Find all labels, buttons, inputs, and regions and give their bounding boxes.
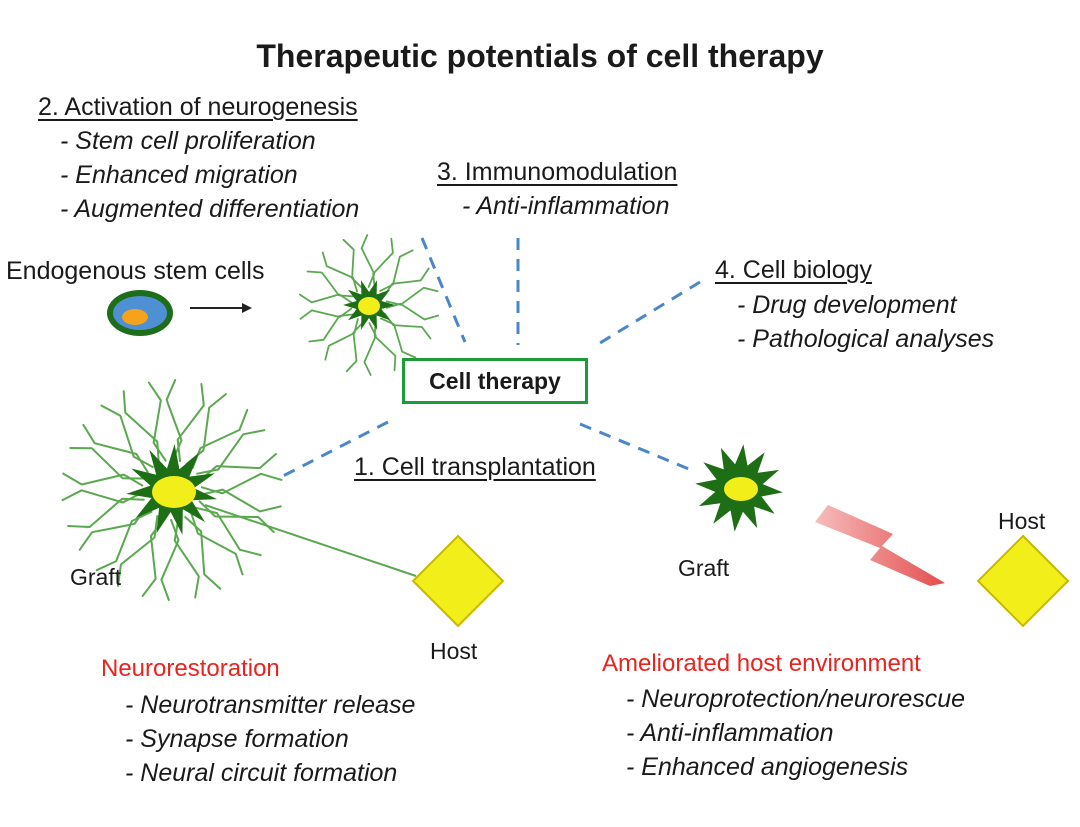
ameliorated-list: - Neuroprotection/neurorescue - Anti-inf… [626, 682, 965, 784]
stem-cell-icon [107, 290, 173, 336]
cell-biology-heading: 4. Cell biology [715, 256, 873, 284]
host-right-label: Host [998, 508, 1046, 534]
endogenous-stem-cells-label: Endogenous stem cells [6, 257, 265, 285]
list-item: - Enhanced angiogenesis [626, 753, 909, 781]
list-item: - Neural circuit formation [125, 759, 398, 787]
neurorestoration-heading: Neurorestoration [101, 655, 280, 682]
graft-neuron-icon [61, 379, 283, 601]
graft-right-label: Graft [678, 555, 730, 581]
connector-graft-right [579, 422, 697, 474]
neurogenesis-heading: 2. Activation of neurogenesis [38, 93, 358, 121]
list-item: - Anti-inflammation [462, 192, 670, 220]
list-item: - Pathological analyses [737, 325, 995, 353]
cell-therapy-box: Cell therapy [402, 358, 588, 404]
host-right-icon [976, 534, 1070, 628]
list-item: - Neurotransmitter release [125, 691, 416, 719]
graft-cell-icon [695, 444, 783, 532]
ameliorated-heading: Ameliorated host environment [602, 650, 921, 677]
host-left-label: Host [430, 638, 478, 664]
list-item: - Augmented differentiation [60, 195, 360, 223]
neurogenesis-list: - Stem cell proliferation - Enhanced mig… [60, 124, 359, 226]
neurorestoration-list: - Neurotransmitter release - Synapse for… [125, 688, 415, 790]
arrow-icon [190, 303, 252, 313]
cell-transplantation-heading: 1. Cell transplantation [354, 453, 596, 481]
immunomodulation-list: - Anti-inflammation [462, 189, 669, 223]
connector-cell-biology [599, 280, 701, 345]
list-item: - Drug development [737, 291, 957, 319]
cell-biology-list: - Drug development - Pathological analys… [737, 288, 994, 356]
list-item: - Neuroprotection/neurorescue [626, 685, 966, 713]
diagram-title: Therapeutic potentials of cell therapy [256, 38, 824, 74]
immunomodulation-heading: 3. Immunomodulation [437, 158, 678, 186]
lightning-bolt-icon [815, 505, 945, 586]
neuron-small-icon [298, 234, 440, 376]
graft-left-label: Graft [70, 564, 122, 590]
list-item: - Stem cell proliferation [60, 127, 316, 155]
axon-line [204, 504, 417, 577]
connector-neurogenesis [420, 237, 467, 343]
host-left-icon [411, 534, 505, 628]
list-item: - Synapse formation [125, 725, 349, 753]
list-item: - Anti-inflammation [626, 719, 834, 747]
list-item: - Enhanced migration [60, 161, 298, 189]
